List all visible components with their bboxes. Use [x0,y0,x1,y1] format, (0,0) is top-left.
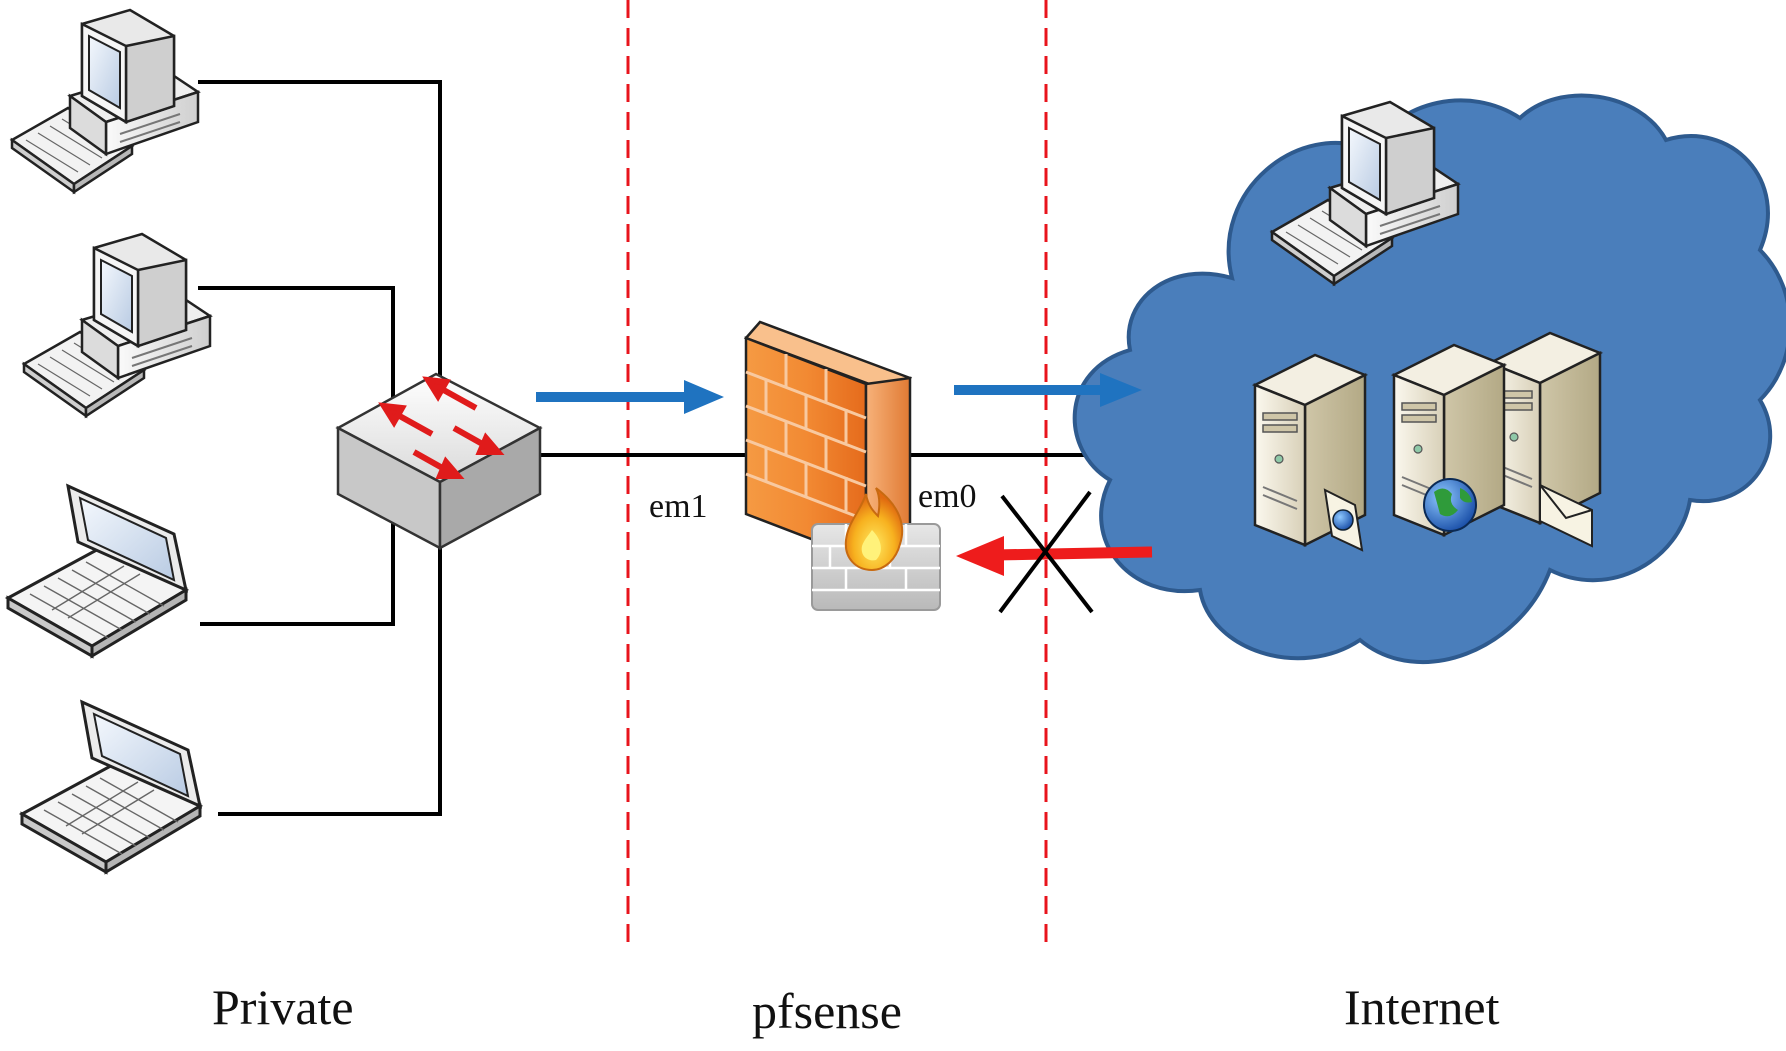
private-wiring [198,80,1196,816]
interface-label-lan: em1 [649,488,708,525]
laptop-icon [20,700,202,874]
web-document-icon [1323,488,1364,552]
mail-envelope-icon [1539,483,1593,548]
fire-wall-badge-icon [811,487,941,611]
private-desktop-computer-icon [10,8,200,194]
globe-icon [1423,478,1477,532]
zone-label-private: Private [212,979,354,1035]
zone-label-internet: Internet [1344,979,1500,1035]
laptop-icon [6,484,188,658]
network-switch-icon [335,372,543,551]
inbound-blocked-arrow [956,536,1153,576]
private-desktop-computer-icon [22,232,212,418]
server-rack-icon [1253,331,1602,552]
interface-label-wan: em0 [918,478,977,515]
outbound-arrow-lan [536,380,724,414]
blocked-x-icon [998,490,1094,614]
outbound-arrow-wan [954,373,1142,407]
zone-label-firewall: pfsense [752,983,902,1039]
